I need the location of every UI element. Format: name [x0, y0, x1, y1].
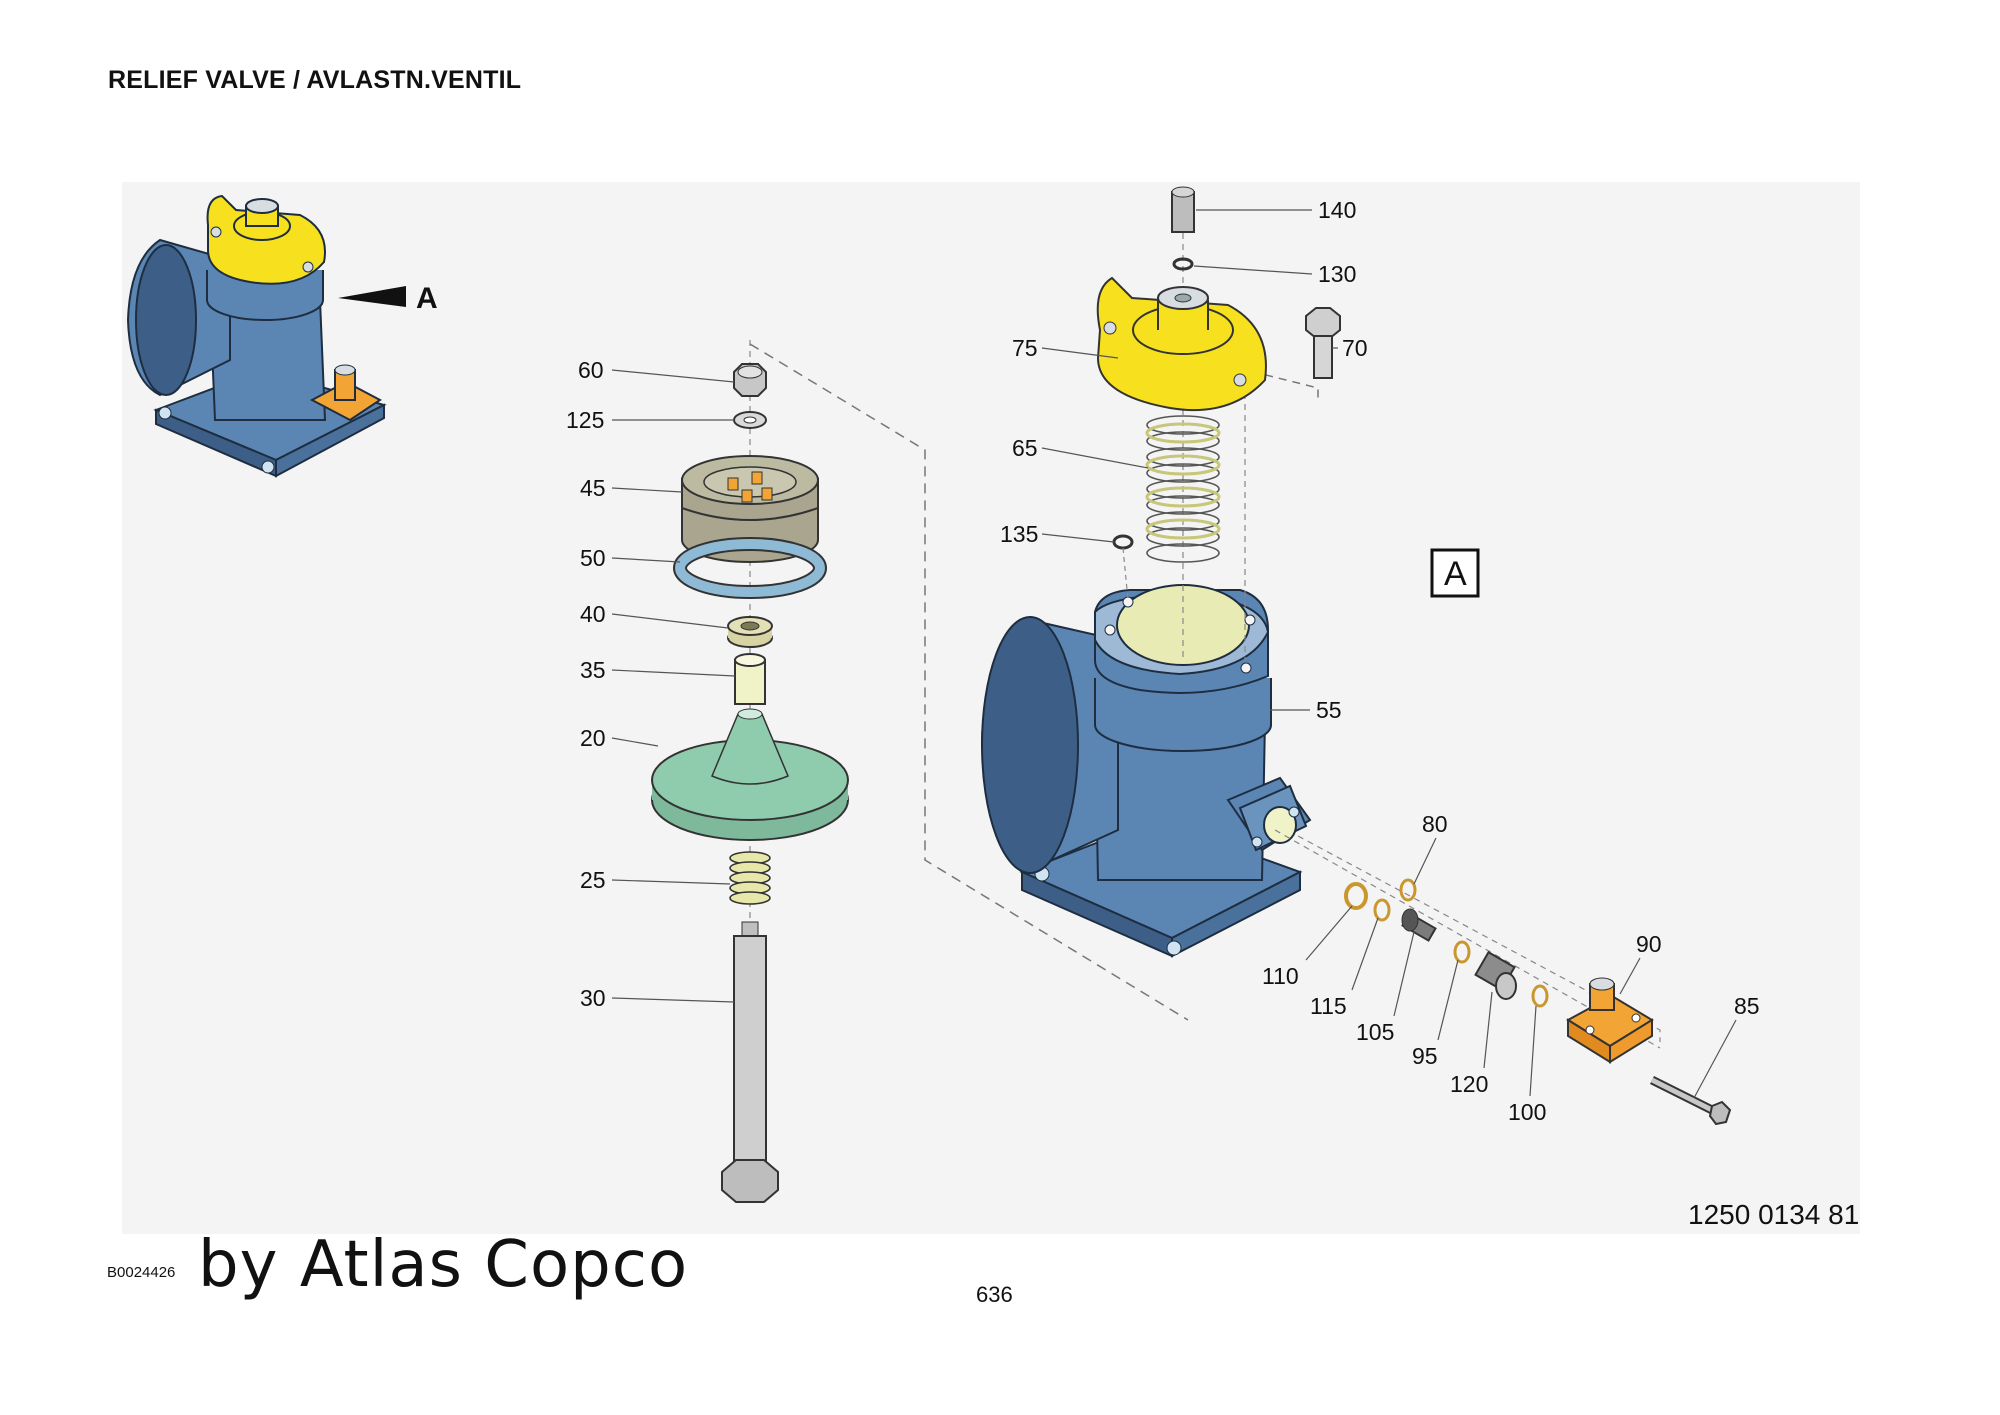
callout-75: 75: [1012, 335, 1038, 361]
callout-120: 120: [1450, 1071, 1488, 1097]
callout-35: 35: [580, 657, 606, 683]
callout-45: 45: [580, 475, 606, 501]
callout-105: 105: [1356, 1019, 1394, 1045]
callout-70: 70: [1342, 335, 1368, 361]
view-label-box: [1430, 548, 1480, 598]
overview-marker: A: [416, 282, 438, 315]
main-spring: [1146, 415, 1220, 563]
image-code: B0024426: [107, 1264, 176, 1281]
left-exploded-stack: [651, 340, 1189, 1203]
callout-55: 55: [1316, 697, 1342, 723]
page-title: RELIEF VALVE / AVLASTN.VENTIL: [108, 66, 522, 94]
overview-assembly: A: [126, 194, 438, 478]
document-number: 1250 0134 81: [1688, 1199, 1860, 1230]
view-label: A: [1444, 555, 1467, 593]
callout-30: 30: [580, 985, 606, 1011]
callout-60: 60: [578, 357, 604, 383]
callout-140: 140: [1318, 197, 1356, 223]
callout-95: 95: [1412, 1043, 1438, 1069]
callout-20: 20: [580, 725, 606, 751]
callout-50: 50: [580, 545, 606, 571]
callout-135: 135: [1000, 521, 1038, 547]
upper-assembly: [1096, 186, 1341, 660]
callout-130: 130: [1318, 261, 1356, 287]
callout-85: 85: [1734, 993, 1760, 1019]
callout-25: 25: [580, 867, 606, 893]
side-port-parts: [1274, 829, 1732, 1126]
main-valve-body: [980, 584, 1312, 958]
leader-lines: [611, 209, 1737, 1099]
callout-65: 65: [1012, 435, 1038, 461]
callout-labels: 140 130 75 70 65 135 55 60 125 45 50 40 …: [566, 197, 1760, 1125]
view-arrow-icon: [338, 286, 406, 307]
callout-90: 90: [1636, 931, 1662, 957]
page-number: 636: [976, 1282, 1013, 1307]
callout-110: 110: [1262, 963, 1299, 989]
callout-40: 40: [580, 601, 606, 627]
callout-80: 80: [1422, 811, 1448, 837]
callout-115: 115: [1310, 993, 1347, 1019]
watermark-text: by Atlas Copco: [198, 1228, 689, 1302]
callout-125: 125: [566, 407, 604, 433]
callout-100: 100: [1508, 1099, 1546, 1125]
